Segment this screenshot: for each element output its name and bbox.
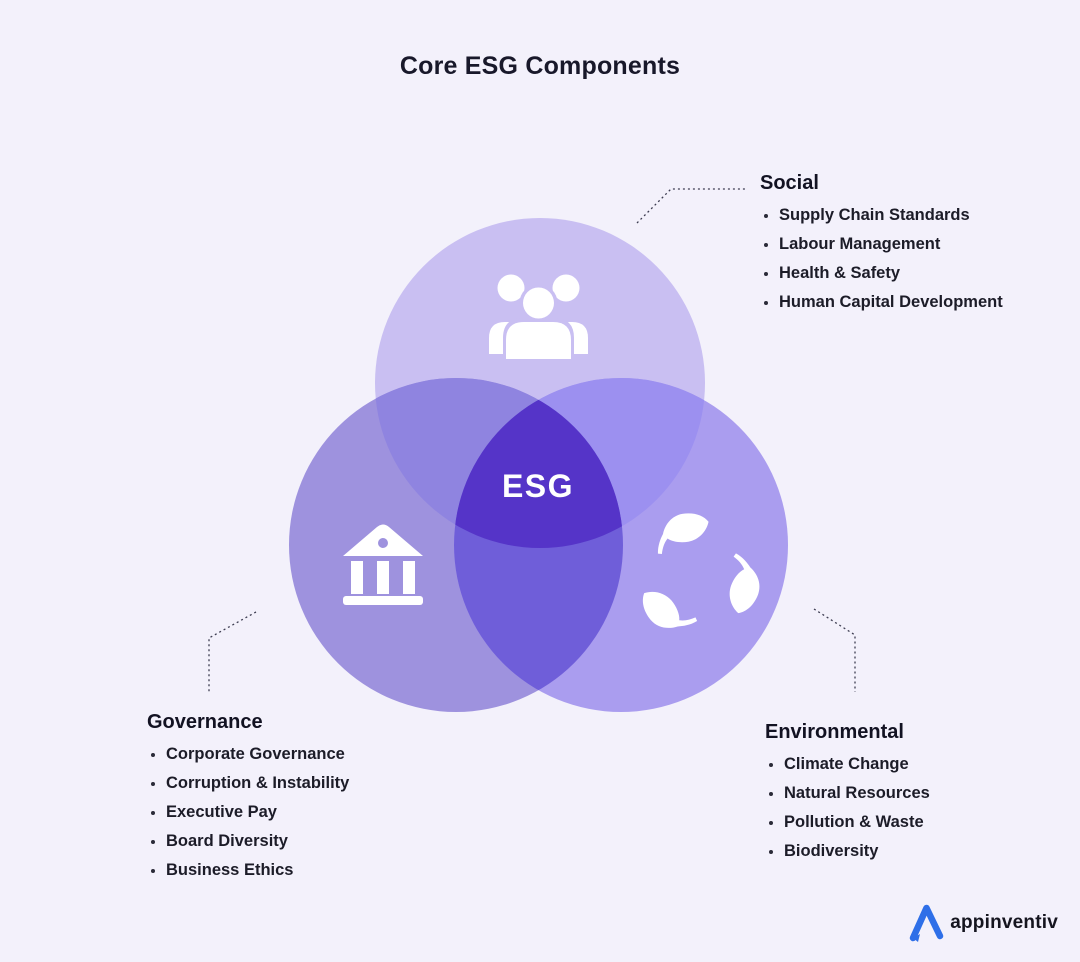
environmental-label-block: Environmental Climate Change Natural Res…	[765, 721, 930, 866]
appinventiv-logo: appinventiv	[908, 902, 1058, 944]
list-item: Pollution & Waste	[765, 808, 930, 837]
list-item: Corruption & Instability	[147, 769, 349, 798]
connector-environmental	[813, 608, 856, 692]
page-title: Core ESG Components	[399, 52, 681, 80]
list-item: Climate Change	[765, 750, 930, 779]
bank-building-icon	[343, 524, 423, 605]
list-item: Labour Management	[760, 230, 1003, 259]
logo-text: appinventiv	[950, 912, 1058, 933]
people-group-icon	[489, 274, 588, 359]
environmental-list: Climate Change Natural Resources Polluti…	[765, 750, 930, 866]
social-heading: Social	[760, 172, 819, 194]
social-list: Supply Chain Standards Labour Management…	[760, 201, 1003, 317]
environmental-heading: Environmental	[765, 721, 904, 743]
list-item: Executive Pay	[147, 798, 349, 827]
list-item: Supply Chain Standards	[760, 201, 1003, 230]
list-item: Biodiversity	[765, 837, 930, 866]
governance-heading: Governance	[147, 711, 263, 733]
list-item: Board Diversity	[147, 827, 349, 856]
governance-label-block: Governance Corporate Governance Corrupti…	[147, 711, 349, 885]
list-item: Corporate Governance	[147, 740, 349, 769]
esg-center-label: ESG	[502, 468, 574, 504]
social-label-block: Social Supply Chain Standards Labour Man…	[760, 172, 1003, 317]
governance-list: Corporate Governance Corruption & Instab…	[147, 740, 349, 885]
connector-social	[636, 188, 746, 224]
list-item: Health & Safety	[760, 259, 1003, 288]
list-item: Business Ethics	[147, 856, 349, 885]
list-item: Natural Resources	[765, 779, 930, 808]
appinventiv-a-icon	[909, 904, 944, 942]
list-item: Human Capital Development	[760, 288, 1003, 317]
connector-governance	[208, 611, 257, 694]
